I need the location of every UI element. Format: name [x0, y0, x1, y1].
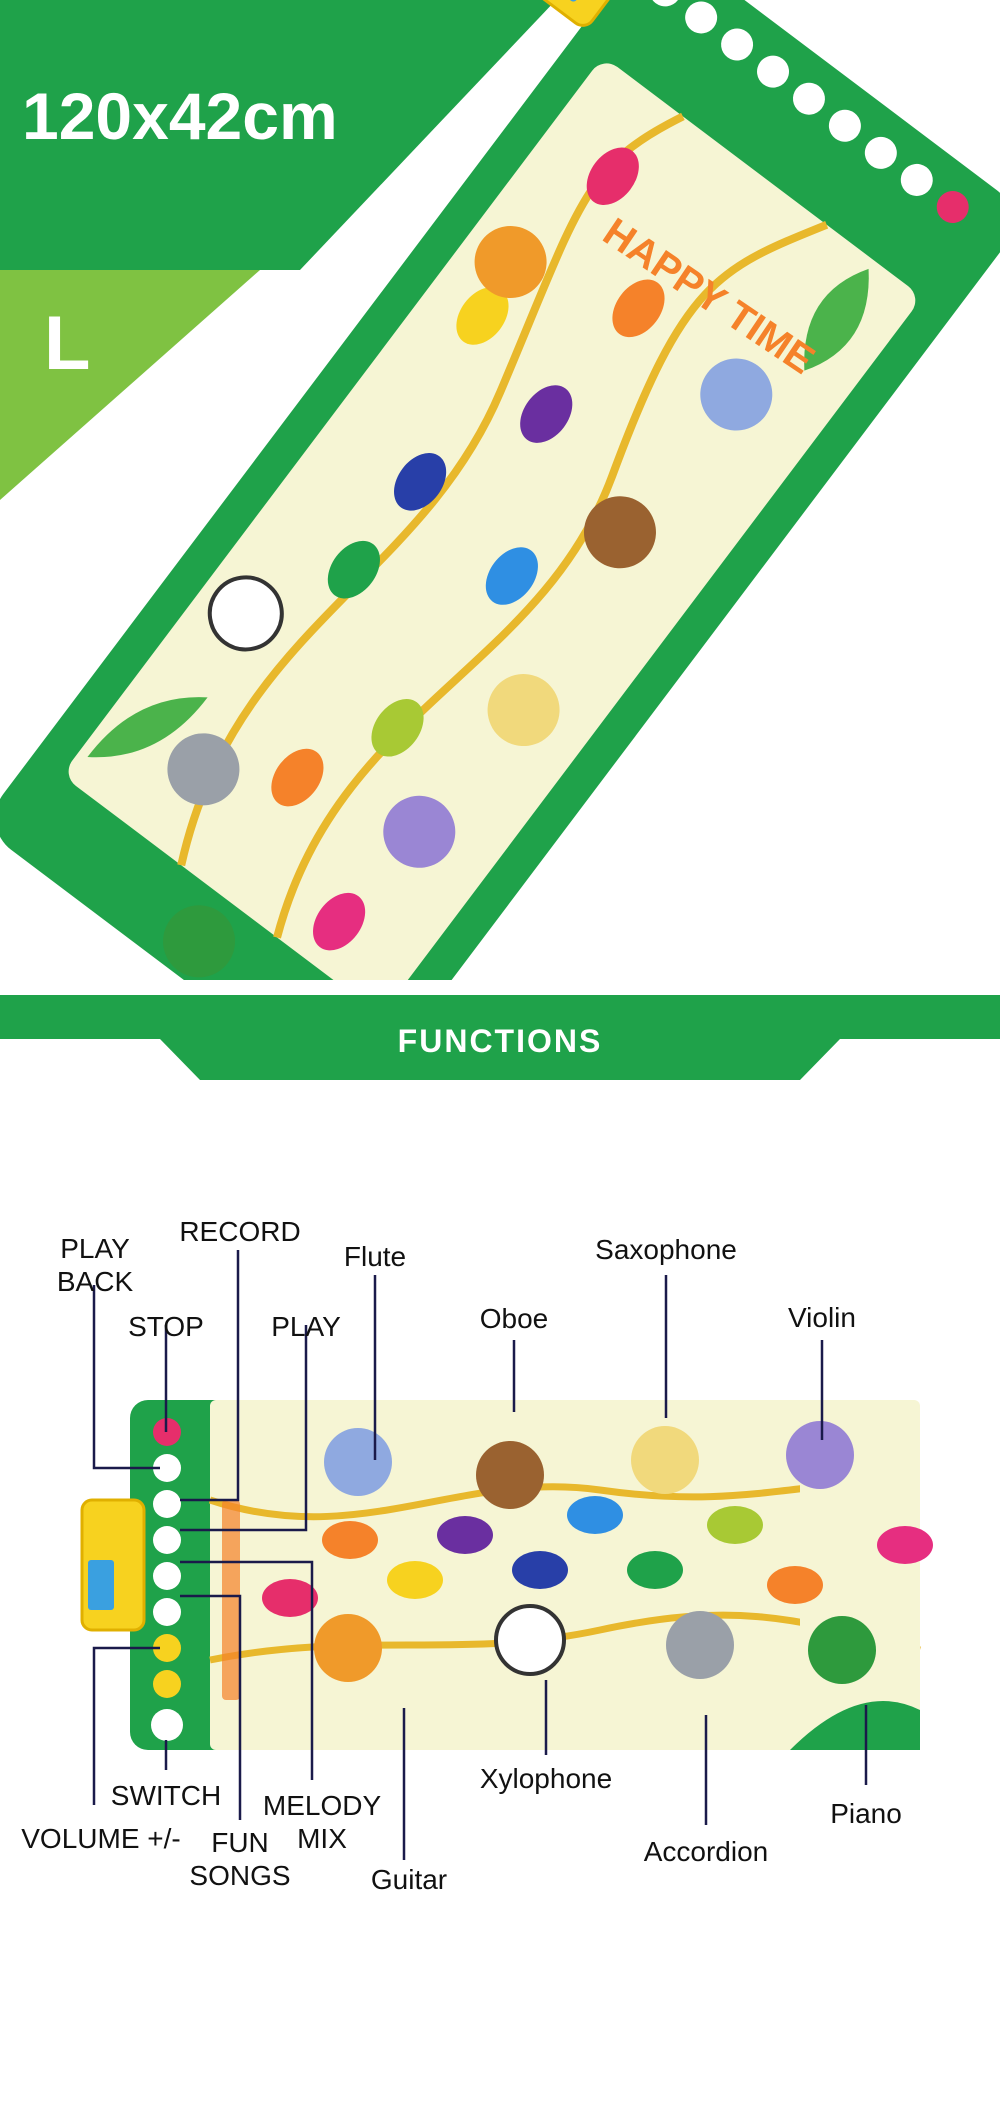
- leaf-decor: [87, 697, 208, 758]
- size-banner-green: [0, 0, 556, 270]
- functions-header-bg: [0, 995, 1000, 1080]
- animal-characters: [314, 1421, 876, 1684]
- speaker-box: [532, 0, 667, 27]
- size-label: 120x42cm: [22, 79, 338, 153]
- label-melody-mix: MELODY MIX: [262, 1790, 382, 1854]
- line-play: [180, 1325, 308, 1532]
- footprints: [271, 147, 665, 951]
- play-mat-diagonal: [0, 0, 1000, 980]
- mat-control-buttons: [151, 1418, 183, 1741]
- size-banner: [0, 0, 556, 500]
- label-piano: Piano: [830, 1798, 902, 1829]
- footprints: [262, 1496, 933, 1617]
- label-guitar: Guitar: [370, 1864, 448, 1895]
- label-flute: Flute: [343, 1241, 407, 1272]
- line-melody-mix: [180, 1560, 314, 1780]
- label-play: PLAY: [271, 1311, 341, 1342]
- size-banner-lime: [0, 270, 260, 500]
- label-record: RECORD: [179, 1216, 301, 1247]
- functions-title: FUNCTIONS: [397, 1023, 603, 1059]
- callout-lines: [92, 1250, 868, 1860]
- label-volume: VOLUME +/-: [21, 1823, 181, 1854]
- play-mat-horizontal: [80, 1400, 933, 1750]
- label-play-back: PLAY BACK: [56, 1233, 134, 1297]
- animal-characters: [163, 226, 773, 978]
- mat-control-buttons: [649, 0, 969, 224]
- label-accordion: Accordion: [643, 1836, 769, 1867]
- line-fun-songs: [180, 1594, 242, 1820]
- line-play-back: [92, 1285, 160, 1470]
- label-xylophone: Xylophone: [479, 1763, 613, 1794]
- label-switch: SWITCH: [110, 1780, 222, 1811]
- label-stop: STOP: [128, 1311, 204, 1342]
- label-saxophone: Saxophone: [595, 1234, 737, 1265]
- line-record: [180, 1250, 240, 1502]
- label-oboe: Oboe: [479, 1303, 549, 1334]
- line-volume: [92, 1646, 160, 1805]
- label-fun-songs: FUN SONGS: [189, 1827, 291, 1891]
- size-code: L: [44, 301, 91, 386]
- leaf-decor: [804, 268, 869, 371]
- label-violin: Violin: [788, 1302, 856, 1333]
